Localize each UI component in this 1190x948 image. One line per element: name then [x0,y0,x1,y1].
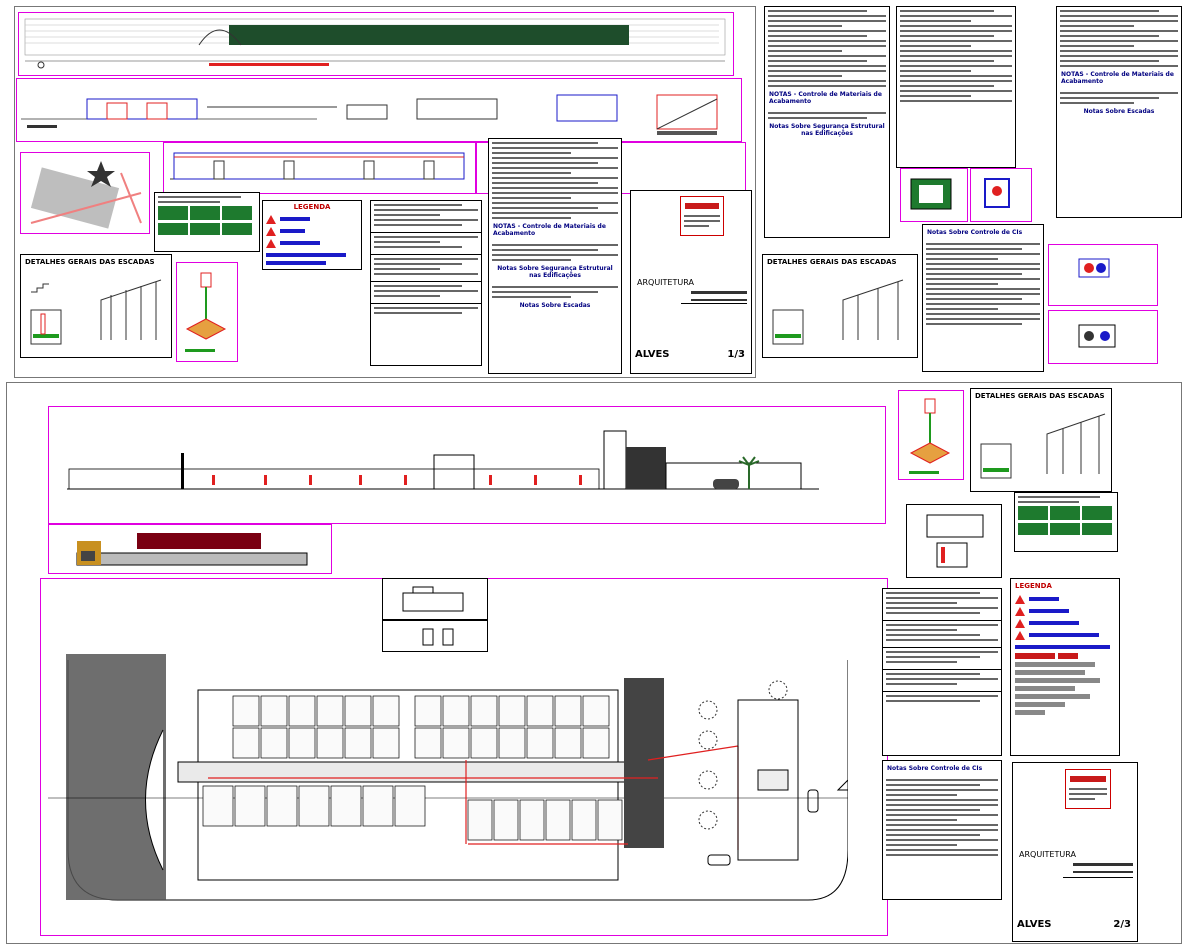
fire-photos-block [154,192,260,252]
warning-icon [266,238,276,248]
title-discipline-bottom: ARQUITETURA [1019,850,1076,859]
fire-photos-block-bottom [1014,492,1118,552]
pump-detail [900,168,968,222]
hydrant-drawing-bottom [909,398,951,474]
cit-notes-bottom: Notas Sobre Controle de CIs [882,760,1002,900]
company-logo-bottom: ALVES [1017,919,1052,930]
warning-icon [1015,606,1025,616]
section-row [163,142,476,194]
cit-heading: Notas Sobre Controle de CIs [927,229,1023,236]
hydrant-drawing [185,272,227,352]
hydrant-detail-top [176,262,238,362]
stamp-top [680,196,724,236]
hoses-heading: Notas Sobre Escadas [519,302,591,309]
site-section-drawing [24,18,726,69]
stamp-bottom [1065,769,1111,809]
section-drawing [170,152,465,180]
site-section-strip [18,12,734,76]
equipment-detail-2 [1048,310,1158,364]
cit-heading-bottom: Notas Sobre Controle de CIs [887,765,983,772]
notes-column-top: NOTAS - Controle de Materiais de Acabame… [488,138,622,374]
elevations-drawing [21,94,718,135]
stairs-title: DETALHES GERAIS DAS ESCADAS [25,258,155,266]
hoses-heading-2: Notas Sobre Escadas [1083,108,1155,115]
warning-icon [266,214,276,224]
elevations-row [16,78,742,142]
warning-icon [1015,594,1025,604]
safety-heading: Notas Sobre Segurança Estrutural nas Edi… [497,265,613,279]
stairs-title-bottom: DETALHES GERAIS DAS ESCADAS [975,392,1105,400]
material-control-heading: NOTAS - Controle de Materiais de Acabame… [493,223,606,237]
sheet-2 [6,382,1182,944]
location-map-drawing [30,161,142,229]
section-detail-a [382,578,488,620]
sheet-number-bottom: 2/3 [1113,919,1131,930]
stairs-detail-bottom: DETALHES GERAIS DAS ESCADAS [970,388,1112,492]
side-elevation [48,524,332,574]
cit-notes-top: Notas Sobre Controle de CIs [922,224,1044,372]
title-block-bottom: ARQUITETURA ALVES 2/3 [1012,762,1138,942]
site-plan-drawing [48,654,848,901]
stairs-drawing-right [772,279,904,345]
stairs-title-right: DETALHES GERAIS DAS ESCADAS [767,258,897,266]
pump-drawing [910,178,952,210]
front-elevation [48,406,886,524]
front-elevation-drawing [67,430,819,490]
notes-right-2: NOTAS - Controle de Materiais de Acabame… [1056,6,1182,218]
fire-tables-top [370,200,482,366]
section-detail-b [382,620,488,652]
equipment-detail-1 [1048,244,1158,306]
hydrant-detail-bottom [898,390,964,480]
legend-title-bottom: LEGENDA [1015,582,1052,590]
company-logo: ALVES [635,349,670,360]
valve-detail [970,168,1032,222]
sheet-1 [14,6,756,378]
section-detail-c [906,504,1002,578]
legend-title: LEGENDA [293,203,331,211]
material-control-heading-2: NOTAS - Controle de Materiais de Acabame… [769,91,882,105]
location-map [20,152,150,234]
material-control-heading-3: NOTAS - Controle de Materiais de Acabame… [1061,71,1174,85]
fire-tables-bottom [882,588,1002,756]
title-discipline: ARQUITETURA [637,278,694,287]
legend-panel-top: LEGENDA [262,200,362,270]
warning-icon [1015,630,1025,640]
warning-icon [266,226,276,236]
stairs-drawing-bottom [980,413,1106,479]
warning-icon [1015,618,1025,628]
sheet-number: 1/3 [727,349,745,360]
equipment-drawing-1 [1078,258,1110,278]
stairs-detail-right: DETALHES GERAIS DAS ESCADAS [762,254,918,358]
side-elevation-drawing [76,533,308,566]
legend-panel-bottom: LEGENDA [1010,578,1120,756]
notes-right-1: NOTAS - Controle de Materiais de Acabame… [764,6,890,238]
equipment-drawing-2 [1078,324,1116,348]
safety-heading-2: Notas Sobre Segurança Estrutural nas Edi… [769,123,885,137]
stairs-detail-top: DETALHES GERAIS DAS ESCADAS [20,254,172,358]
valve-drawing [984,178,1010,208]
stairs-drawing [30,279,162,345]
tables-right [896,6,1016,168]
